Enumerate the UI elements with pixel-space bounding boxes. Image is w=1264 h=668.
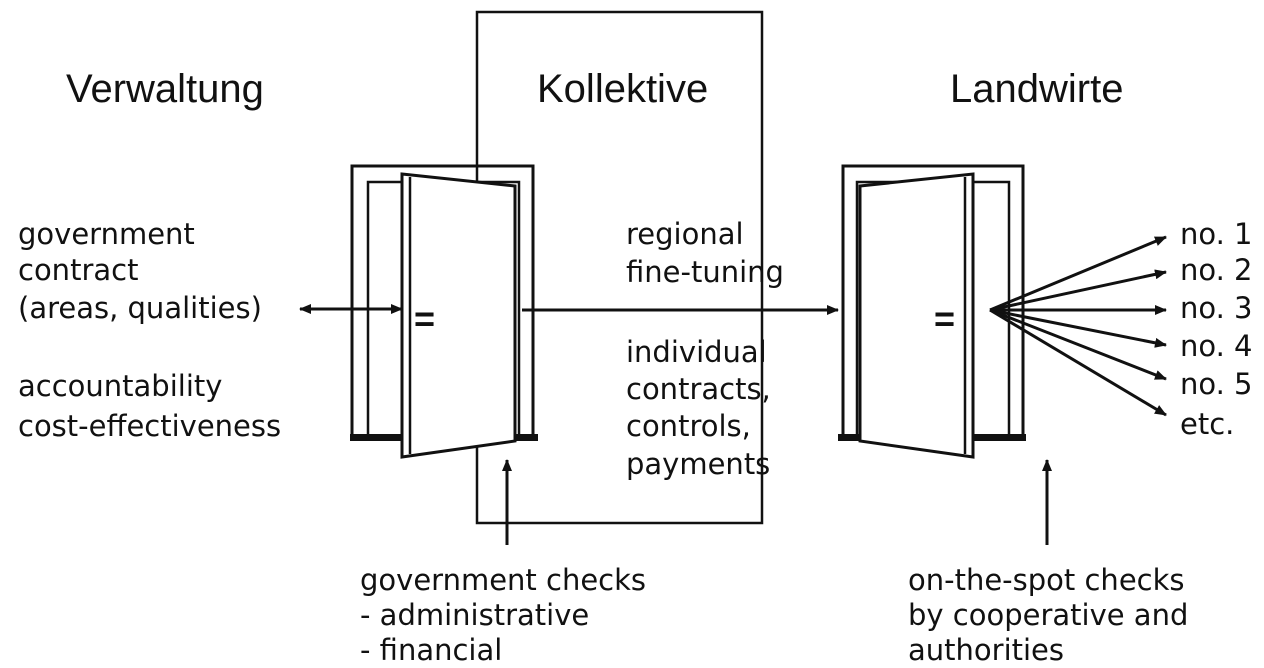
farmer-label: no. 4 [1180,329,1253,363]
farmer-list: no. 1 no. 2 no. 3 no. 4 no. 5 etc. [1180,217,1253,441]
onsite-checks-text: on-the-spot checks by cooperative and au… [908,563,1198,667]
farmer-label: no. 1 [1180,217,1253,251]
accountability-text: accountability cost-effectiveness [18,369,281,443]
government-checks-text: government checks - administrative - fin… [360,563,655,667]
farmer-label: no. 3 [1180,291,1253,325]
regional-finetuning-text: regional fine-tuning [626,217,784,289]
heading-verwaltung: Verwaltung [66,67,264,111]
farmer-label: no. 2 [1180,253,1253,287]
heading-landwirte: Landwirte [950,67,1123,111]
farmer-fan-arrows [989,235,1167,417]
individual-contracts-text: individual contracts, controls, payments [626,335,780,481]
right-door-equal-sign: = [934,298,955,339]
government-contract-text: government contract (areas, qualities) [18,217,262,325]
farmer-label: etc. [1180,407,1234,441]
heading-kollektive: Kollektive [537,67,708,111]
farmer-label: no. 5 [1180,367,1253,401]
left-door: = [350,164,538,459]
left-door-equal-sign: = [414,298,435,339]
